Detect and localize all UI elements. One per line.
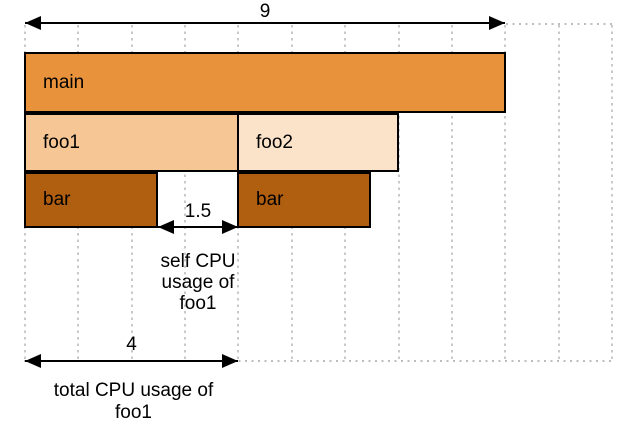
self-usage-caption: self CPU usage of foo1	[160, 251, 236, 314]
total-span-arrow	[25, 16, 505, 30]
frame-foo2: foo2	[237, 113, 399, 172]
total-usage-arrow	[25, 354, 238, 368]
top-guide-dotted-line	[506, 23, 612, 25]
frame-foo1-label: foo1	[43, 131, 80, 153]
bottom-guide-dotted-line	[24, 360, 612, 362]
gridline	[558, 25, 560, 361]
frame-bar2-label: bar	[256, 189, 284, 210]
frame-main: main	[24, 52, 506, 113]
total-usage-value: 4	[126, 334, 137, 355]
frame-foo2-label: foo2	[256, 131, 293, 153]
frame-bar1-label: bar	[43, 189, 71, 210]
gridline	[398, 25, 400, 361]
frame-bar-under-foo2: bar	[237, 172, 371, 228]
gridline	[451, 25, 453, 361]
self-usage-arrow	[158, 220, 238, 234]
frame-main-label: main	[43, 71, 85, 93]
gridline	[184, 25, 186, 361]
gridline	[504, 25, 506, 361]
total-usage-caption: total CPU usage of foo1	[53, 380, 214, 423]
gridline	[611, 25, 613, 361]
total-span-value: 9	[259, 1, 271, 22]
self-usage-value: 1.5	[184, 201, 212, 222]
frame-bar-under-foo1: bar	[24, 172, 158, 228]
frame-foo1: foo1	[24, 113, 239, 172]
